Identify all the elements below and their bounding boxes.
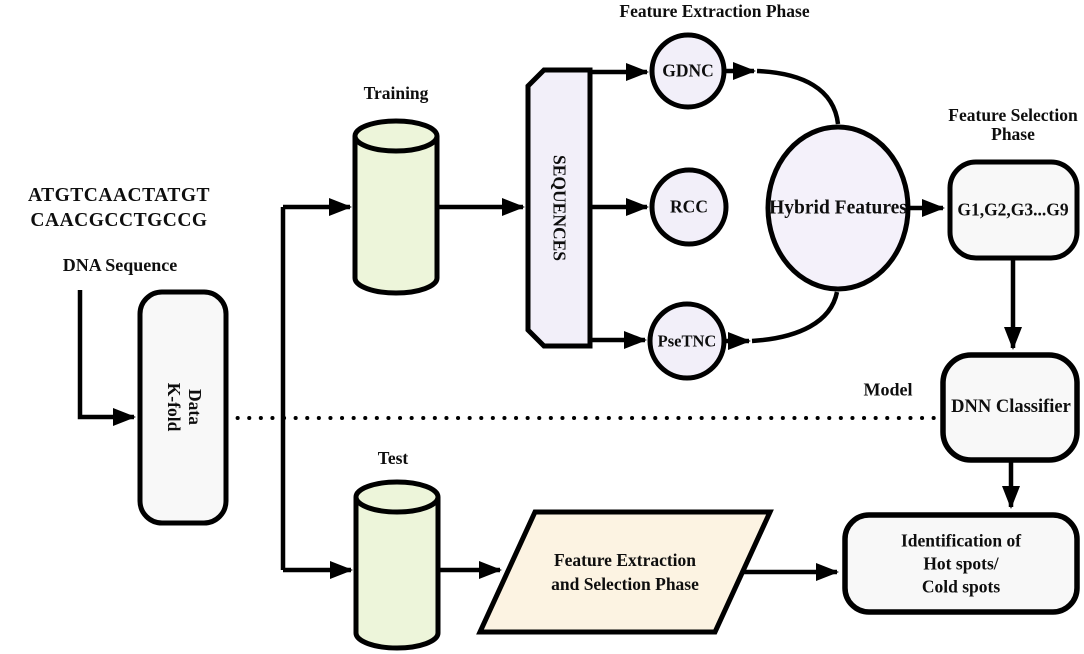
dna-sequence-text: ATGTCAACTATGT CAACGCCTGCCG <box>27 185 211 231</box>
rcc-node <box>649 167 729 247</box>
feature-extraction-phase-title: Feature Extraction Phase <box>619 1 810 21</box>
selected-features-label: G1,G2,G3...G9 <box>957 199 1069 220</box>
gdnc-label: GDNC <box>662 60 714 81</box>
curve-psetnc-to-hybrid <box>751 291 840 344</box>
identification-box <box>842 512 1080 615</box>
kfold-box <box>137 289 229 526</box>
training-cylinder-body <box>352 136 440 296</box>
dna-sequence-label: DNA Sequence <box>62 255 178 275</box>
identification-label: Identification of Hot spots/ Cold spots <box>900 530 1022 597</box>
curve-gdnc-to-hybrid <box>756 68 841 125</box>
rcc-label: RCC <box>670 196 708 217</box>
dnn-classifier-label: DNN Classifier <box>951 397 1071 418</box>
model-label: Model <box>863 379 913 400</box>
arrow-dna-to-kfold <box>77 290 136 426</box>
gdnc-node <box>649 32 727 110</box>
hybrid-features-ellipse <box>765 124 911 292</box>
feature-selection-phase-title: Feature Selection Phase <box>948 105 1078 144</box>
hybrid-features-label: Hybrid Features <box>769 197 907 219</box>
training-label: Training <box>363 83 429 103</box>
sequences-label: SEQUENCES <box>549 154 570 262</box>
sequences-box <box>525 67 593 349</box>
test-cylinder-top <box>353 479 441 515</box>
test-label: Test <box>377 448 409 468</box>
kfold-label: Data K-fold <box>164 382 205 432</box>
psetnc-label: PseTNC <box>657 331 717 351</box>
test-pipeline-label: Feature Extraction and Selection Phase <box>551 550 699 594</box>
psetnc-node <box>647 301 727 381</box>
test-cylinder-body <box>353 497 441 651</box>
test-pipeline-parallelogram <box>476 509 774 635</box>
dnn-classifier-box <box>940 352 1080 463</box>
training-cylinder-top <box>352 118 440 154</box>
selected-features-box <box>947 159 1080 261</box>
